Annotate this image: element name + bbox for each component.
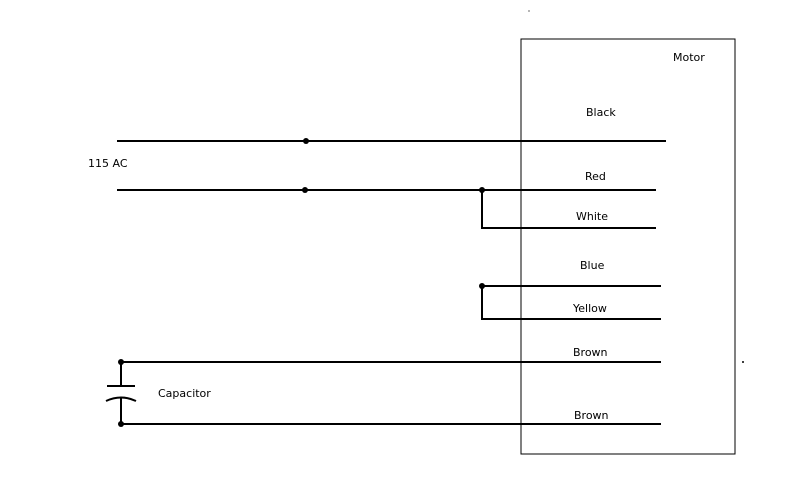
wire-label-brown-1: Brown [573,346,608,359]
wire-label-blue: Blue [580,259,605,272]
stray-dot-right [742,361,744,363]
wire-label-red: Red [585,170,606,183]
stray-dot-top [528,10,530,12]
motor-label: Motor [673,51,705,64]
capacitor-label: Capacitor [158,387,211,400]
junction-dot-top [303,138,309,144]
supply-label: 115 AC [88,157,128,170]
motor-box [520,38,736,455]
wire-label-black: Black [586,106,616,119]
wire-label-yellow: Yellow [572,302,607,315]
junction-dot-bottom [302,187,308,193]
wire-label-brown-2: Brown [574,409,609,422]
wire-label-white: White [576,210,608,223]
